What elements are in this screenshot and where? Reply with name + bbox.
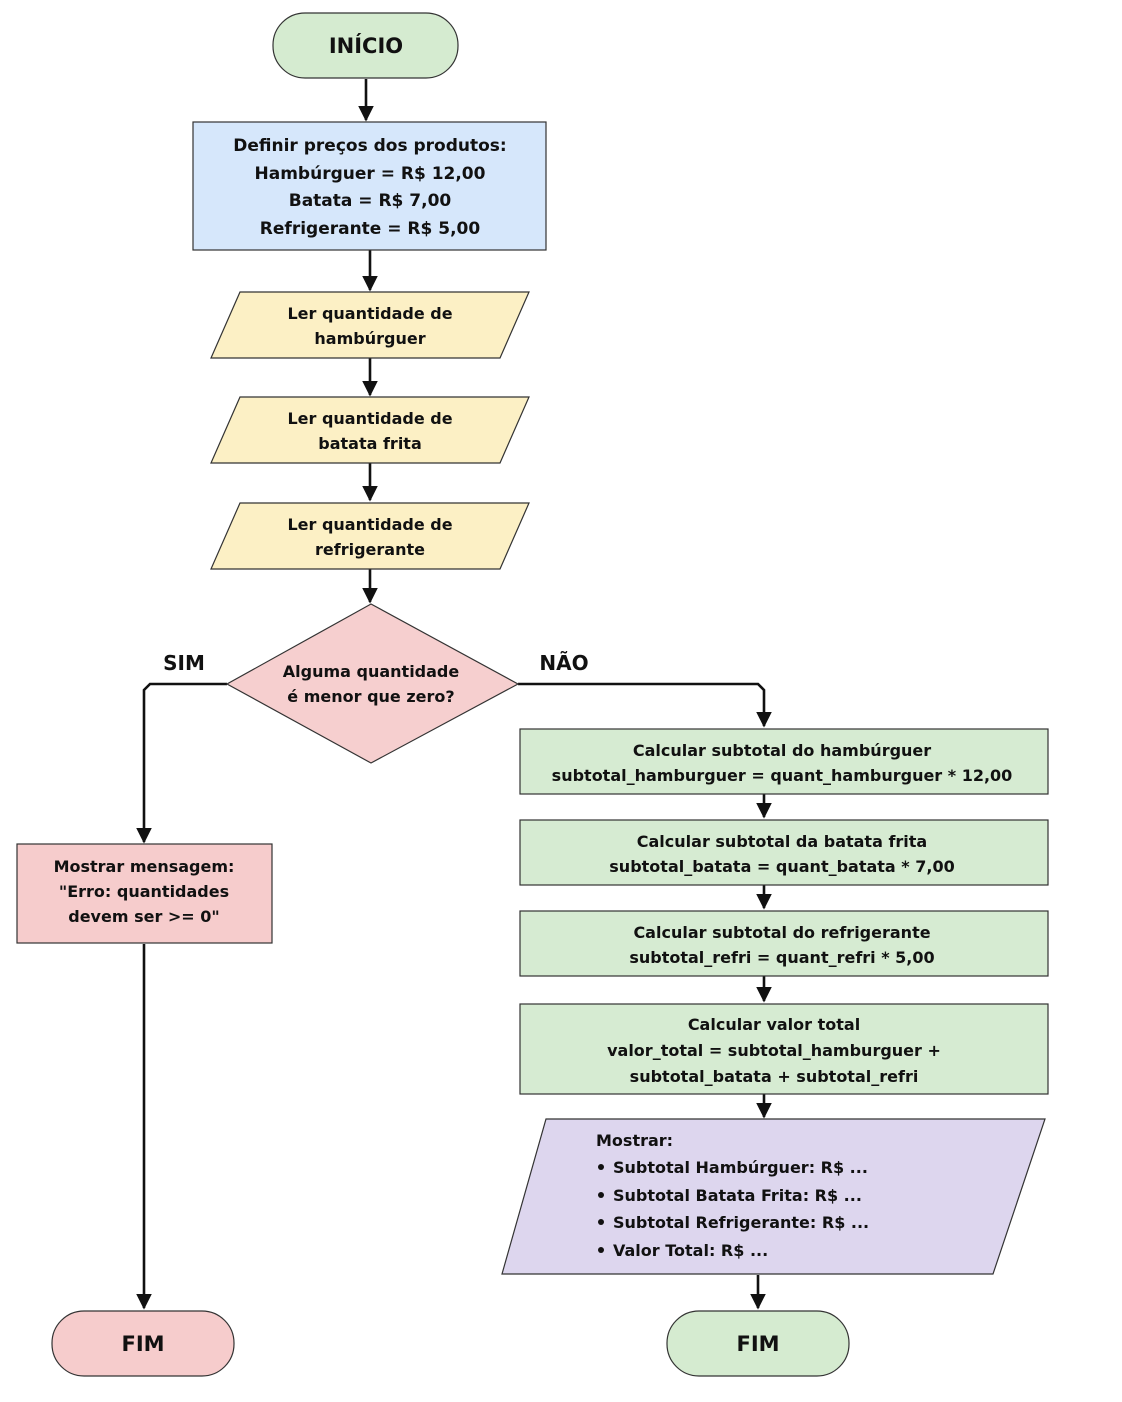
input-burger-line: Ler quantidade de	[287, 304, 452, 323]
prices-process: Definir preços dos produtos: Hambúrguer …	[192, 121, 547, 251]
start-terminal-label: INÍCIO	[329, 33, 403, 58]
prices-line: Batata = R$ 7,00	[289, 191, 452, 211]
error-message-line: devem ser >= 0"	[68, 907, 220, 926]
calc-burger-line: Calcular subtotal do hambúrguer	[633, 741, 931, 760]
calc-burger-process: Calcular subtotal do hambúrguer subtotal…	[519, 728, 1049, 795]
input-fries-line: Ler quantidade de	[287, 409, 452, 428]
prices-line: Refrigerante = R$ 5,00	[260, 219, 481, 239]
output-bullet	[598, 1164, 604, 1170]
output-item: Subtotal Refrigerante: R$ ...	[613, 1213, 869, 1232]
start-terminal-shape	[272, 12, 459, 79]
output-bullet	[598, 1247, 604, 1253]
calc-total-line: subtotal_batata + subtotal_refri	[630, 1067, 919, 1086]
output-item: Subtotal Hambúrguer: R$ ...	[613, 1158, 868, 1177]
end-terminal-left: FIM	[51, 1310, 235, 1377]
calc-fries-line: subtotal_batata = quant_batata * 7,00	[609, 857, 954, 876]
input-soda: Ler quantidade de refrigerante	[210, 502, 530, 570]
output-io: Mostrar: Subtotal Hambúrguer: R$ ... Sub…	[501, 1118, 1046, 1275]
calc-burger-shape	[519, 728, 1049, 795]
end-terminal-left-shape	[51, 1310, 235, 1377]
calc-fries-shape	[519, 819, 1049, 886]
error-message-line: Mostrar mensagem:	[54, 857, 235, 876]
calc-soda-shape	[519, 910, 1049, 977]
calc-soda-line: Calcular subtotal do refrigerante	[633, 923, 930, 942]
connectors	[136, 79, 772, 1310]
decision-line: Alguma quantidade	[283, 662, 460, 681]
calc-total-process: Calcular valor total valor_total = subto…	[519, 1003, 1049, 1095]
error-message-shape	[16, 843, 273, 944]
calc-fries-process: Calcular subtotal da batata frita subtot…	[519, 819, 1049, 886]
input-fries: Ler quantidade de batata frita	[210, 396, 530, 464]
calc-total-line: valor_total = subtotal_hamburguer +	[607, 1041, 941, 1060]
prices-line: Hambúrguer = R$ 12,00	[255, 164, 486, 184]
prices-process-shape	[192, 121, 547, 251]
calc-total-shape	[519, 1003, 1049, 1095]
end-terminal-right-shape	[666, 1310, 850, 1377]
decision-negative-quantity: Alguma quantidade é menor que zero?	[225, 603, 520, 764]
output-item: Subtotal Batata Frita: R$ ...	[613, 1186, 862, 1205]
branch-label-no: NÃO	[539, 651, 588, 675]
output-title: Mostrar:	[596, 1131, 673, 1150]
calc-total-line: Calcular valor total	[688, 1015, 860, 1034]
input-burger: Ler quantidade de hambúrguer	[210, 291, 530, 359]
end-terminal-left-label: FIM	[121, 1332, 164, 1356]
output-item: Valor Total: R$ ...	[613, 1241, 768, 1260]
input-burger-line: hambúrguer	[314, 329, 425, 348]
output-bullet	[598, 1219, 604, 1225]
decision-shape	[225, 603, 520, 764]
start-terminal: INÍCIO	[272, 12, 459, 79]
branch-label-yes: SIM	[163, 651, 205, 675]
calc-soda-line: subtotal_refri = quant_refri * 5,00	[629, 948, 934, 967]
input-burger-shape	[210, 291, 530, 359]
end-terminal-right: FIM	[666, 1310, 850, 1377]
calc-soda-process: Calcular subtotal do refrigerante subtot…	[519, 910, 1049, 977]
input-soda-line: Ler quantidade de	[287, 515, 452, 534]
output-bullet	[598, 1192, 604, 1198]
decision-line: é menor que zero?	[287, 687, 454, 706]
input-fries-line: batata frita	[318, 434, 422, 453]
calc-fries-line: Calcular subtotal da batata frita	[637, 832, 927, 851]
input-fries-shape	[210, 396, 530, 464]
input-soda-line: refrigerante	[315, 540, 425, 559]
arrow-decision-no	[518, 682, 772, 728]
input-soda-shape	[210, 502, 530, 570]
arrow-decision-yes	[136, 682, 227, 844]
error-message-line: "Erro: quantidades	[59, 882, 229, 901]
prices-line: Definir preços dos produtos:	[233, 136, 506, 156]
end-terminal-right-label: FIM	[736, 1332, 779, 1356]
error-message-process: Mostrar mensagem: "Erro: quantidades dev…	[16, 843, 273, 944]
calc-burger-line: subtotal_hamburguer = quant_hamburguer *…	[552, 766, 1013, 785]
output-shape	[501, 1118, 1046, 1275]
